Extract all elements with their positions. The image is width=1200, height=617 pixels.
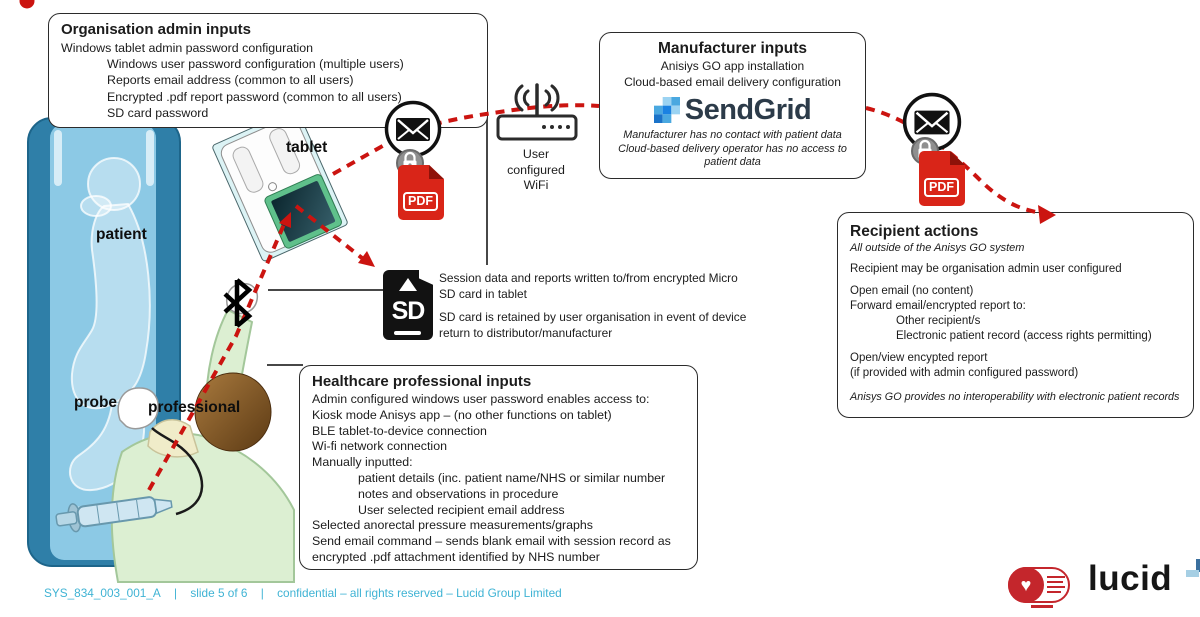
wifi-router-icon: [496, 83, 578, 141]
pdf-file-icon: PDF: [398, 165, 444, 220]
healthcare-line: Manually inputted:: [312, 455, 413, 470]
healthcare-line: BLE tablet-to-device connection: [312, 423, 487, 438]
footer-doc-id: SYS_834_003_001_A: [44, 586, 161, 600]
manufacturer-note: patient data: [704, 156, 761, 168]
leader-line-sd: [268, 289, 386, 291]
recipient-line: Other recipient/s: [896, 315, 981, 327]
healthcare-line: Selected anorectal pressure measurements…: [312, 518, 594, 533]
professional-label: professional: [148, 399, 241, 416]
pdf-label: PDF: [924, 178, 959, 197]
leader-line-box: [267, 364, 303, 366]
slide-footer: SYS_834_003_001_A | slide 5 of 6 | confi…: [44, 586, 572, 600]
sendgrid-logo: SendGrid: [612, 95, 853, 125]
sd-note-1: Session data and reports written to/from…: [439, 271, 738, 301]
recipient-line: Open email (no content): [850, 285, 974, 297]
certification-badge: ♥: [1008, 567, 1070, 603]
patient-label: patient: [96, 226, 147, 243]
recipient-box-subtitle: All outside of the Anisys GO system: [850, 242, 1025, 254]
recipient-actions-box: Recipient actions All outside of the Ani…: [837, 212, 1194, 418]
tablet-slot: [230, 144, 266, 196]
recipient-box-footnote: Anisys GO provides no interoperability w…: [850, 391, 1180, 403]
heart-icon: ♥: [1008, 567, 1044, 603]
tablet-label: tablet: [286, 139, 328, 156]
manufacturer-note: Manufacturer has no contact with patient…: [623, 129, 842, 141]
manufacturer-box-title: Manufacturer inputs: [658, 40, 807, 57]
recipient-line: Recipient may be organisation admin user…: [850, 263, 1122, 275]
manufacturer-box-line: Cloud-based email delivery configuration: [624, 74, 841, 89]
manufacturer-inputs-box: Manufacturer inputs Anisiys GO app insta…: [599, 32, 866, 179]
healthcare-line: patient details (inc. patient name/NHS o…: [358, 470, 666, 485]
manufacturer-note: Cloud-based delivery operator has no acc…: [618, 142, 847, 155]
footer-rights: confidential – all rights reserved – Luc…: [277, 586, 562, 600]
footer-slide-number: slide 5 of 6: [190, 586, 248, 600]
red-dot: [19, 0, 35, 9]
recipient-line: Electronic patient record (access rights…: [896, 330, 1152, 342]
org-box-line: Encrypted .pdf report password (common t…: [107, 89, 402, 104]
sd-note-2: SD card is retained by user organisation…: [439, 310, 747, 340]
recipient-line: Forward email/encrypted report to:: [850, 300, 1026, 312]
healthcare-line: Send email command – sends blank email w…: [312, 534, 671, 549]
healthcare-line: notes and observations in procedure: [358, 486, 559, 501]
sd-arrow-up-icon: [399, 278, 417, 291]
recipient-line: (if provided with admin configured passw…: [850, 367, 1079, 379]
pdf-label: PDF: [403, 192, 438, 211]
sendgrid-wordmark: SendGrid: [684, 94, 812, 126]
lucid-plus-icon: [1186, 559, 1200, 577]
lucid-wordmark: lucid: [1088, 559, 1173, 598]
org-box-line: Windows tablet admin password configurat…: [61, 41, 314, 55]
healthcare-professional-inputs-box: Healthcare professional inputs Admin con…: [299, 365, 698, 570]
probe-label: probe: [74, 394, 118, 411]
sendgrid-mark-icon: [653, 97, 680, 123]
arrowhead: [358, 251, 375, 267]
sd-card-icon: SD: [383, 270, 433, 340]
pdf-file-icon: PDF: [919, 151, 965, 206]
healthcare-line: Wi-fi network connection: [312, 439, 447, 454]
healthcare-line: Kiosk mode Anisys app – (no other functi…: [312, 407, 612, 422]
footer-separator: |: [260, 586, 264, 600]
bluetooth-icon: [223, 278, 253, 328]
wifi-label: User configured WiFi: [507, 147, 565, 192]
healthcare-box-title: Healthcare professional inputs: [312, 373, 532, 390]
healthcare-line: User selected recipient email address: [358, 502, 565, 517]
org-box-line: SD card password: [107, 105, 209, 120]
org-box-line: Reports email address (common to all use…: [107, 73, 354, 88]
recipient-line: Open/view encypted report: [850, 352, 988, 364]
badge-underbar: [1031, 605, 1053, 608]
sd-card-label: SD: [391, 297, 426, 325]
encrypted-email-icon: [384, 100, 442, 158]
encrypted-email-icon: [902, 92, 962, 152]
org-box-line: Windows user password configuration (mul…: [107, 57, 404, 72]
healthcare-line: Admin configured windows user password e…: [312, 392, 650, 406]
footer-separator: |: [174, 586, 178, 600]
org-box-title: Organisation admin inputs: [61, 21, 252, 38]
manufacturer-box-line: Anisiys GO app installation: [660, 59, 805, 73]
recipient-box-title: Recipient actions: [850, 223, 979, 240]
healthcare-line: encrypted .pdf attachment identified by …: [312, 549, 600, 564]
lucid-logo: lucid: [1088, 558, 1200, 600]
